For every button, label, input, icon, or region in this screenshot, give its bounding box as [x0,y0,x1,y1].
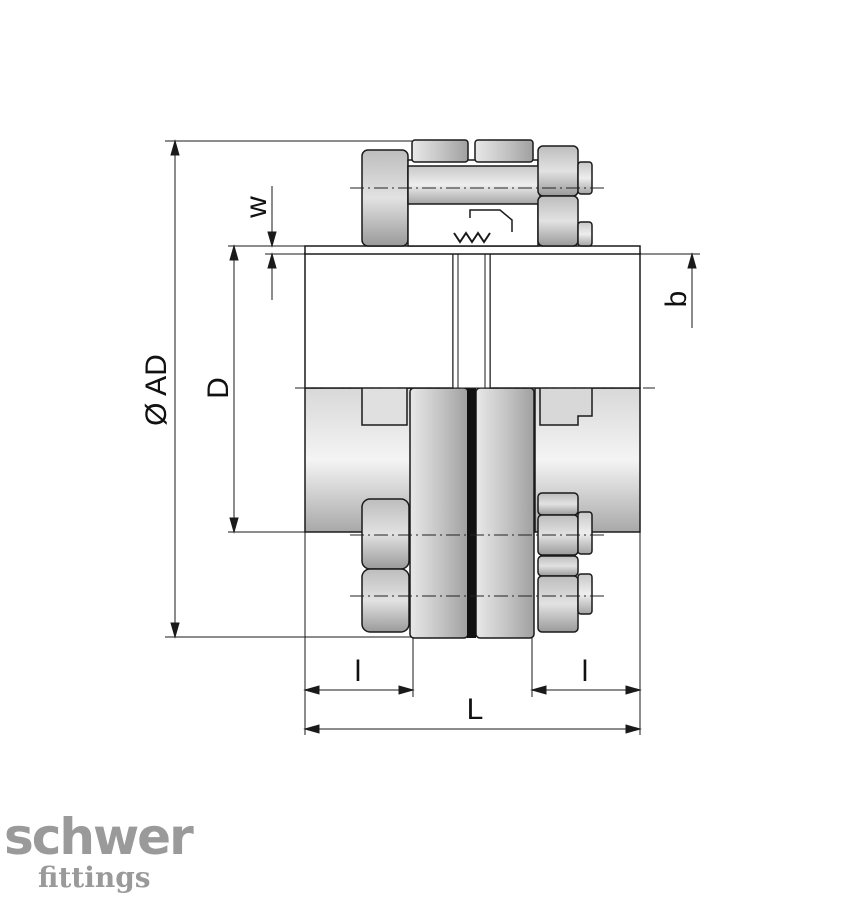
dim-label-L: L [467,693,484,726]
sleeve-slot [452,252,491,389]
left-disc [409,387,469,639]
dim-label-AD: Ø AD [140,354,173,426]
right-hub-section [489,252,641,389]
bolt-head-left-2 [361,568,410,633]
right-disc [475,387,535,639]
clamp-top-left [411,139,469,163]
nut-right-3 [537,555,579,577]
schwer-fittings-logo: schwer fittings [4,812,194,902]
left-hub-section [304,252,454,389]
dim-label-l-right: l [582,655,589,688]
coupling-section-view [295,139,655,389]
dim-label-w: w [240,196,273,219]
clamp-bolt [407,165,541,205]
dimension-lines [165,139,700,735]
coupling-external-view [304,387,641,639]
logo-sub-text: fittings [38,861,151,894]
bolt-end-right-1 [577,511,593,555]
bolt-head-left-1 [361,498,410,570]
logo-main-text: schwer [4,808,194,866]
clamp-ring-left [361,149,409,247]
bolt-end-right-2 [577,573,593,615]
shaft-flange [304,245,641,255]
nut-right-1 [537,492,579,516]
clamp-nut-bottom [537,195,579,247]
clamp-top-right [474,139,534,163]
disc-gap [467,388,476,638]
dim-label-l-left: l [355,655,362,688]
nut-right-4 [537,575,579,633]
spring-ring [453,231,491,244]
dim-label-D: D [202,377,235,399]
clamp-bolt-end-top [577,161,593,195]
dim-label-b: b [660,291,693,308]
clamp-bolt-end-bottom [577,221,593,247]
